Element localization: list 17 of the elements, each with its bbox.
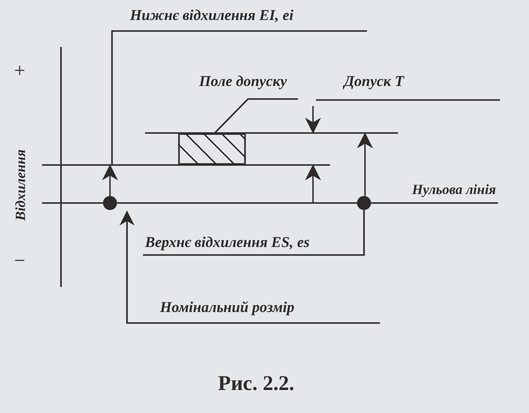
node-label: Поле допуску bbox=[198, 73, 288, 92]
node-label: Номінальний розмір bbox=[159, 299, 296, 318]
node-label: Нижнє відхилення EI, ei bbox=[129, 7, 294, 26]
leader-line bbox=[316, 99, 500, 101]
leader-line bbox=[111, 30, 368, 166]
leader-line bbox=[143, 210, 365, 256]
leader-line bbox=[214, 98, 298, 134]
node-label: Допуск T bbox=[342, 73, 406, 92]
axis-label: Відхилення bbox=[13, 149, 30, 221]
zero-line bbox=[117, 202, 357, 204]
node-label: Верхнє відхилення ES, es bbox=[144, 234, 311, 253]
sign-label: + bbox=[14, 62, 26, 80]
hatched-field bbox=[178, 133, 246, 165]
axis-label: Нульова лінія bbox=[412, 182, 496, 200]
leader-line bbox=[120, 210, 158, 324]
figure-caption: Рис. 2.2. bbox=[218, 370, 294, 397]
sign-label: − bbox=[14, 252, 26, 270]
